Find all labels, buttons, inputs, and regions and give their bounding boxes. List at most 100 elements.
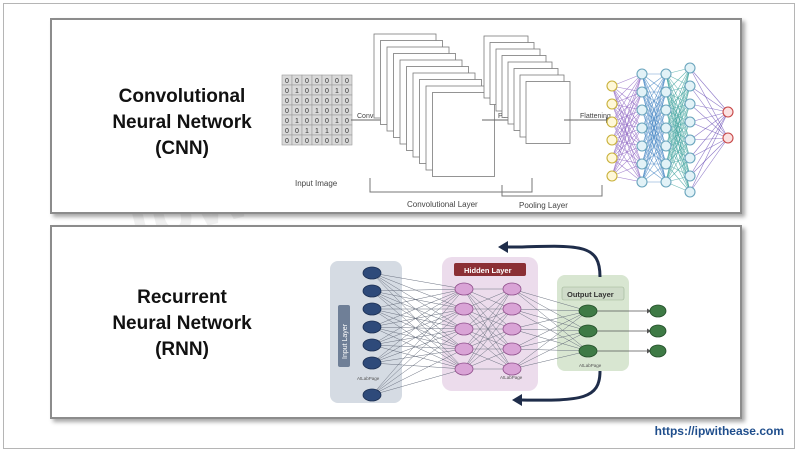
neuron	[660, 104, 672, 116]
input-node	[362, 338, 382, 352]
connection	[371, 328, 465, 346]
input-layer-caption: AtLabPage	[357, 376, 380, 381]
recurrent-loop-bottom-head	[512, 394, 522, 406]
connection	[463, 328, 513, 370]
connection	[371, 272, 465, 330]
connection	[665, 157, 691, 183]
connection	[611, 73, 643, 123]
matrix-cell-value: 0	[335, 108, 339, 115]
cnn-title-line-2: Neural Network	[112, 112, 252, 133]
matrix-cell-value: 0	[315, 118, 319, 125]
connection	[611, 127, 643, 177]
connection	[665, 139, 691, 183]
connection	[371, 348, 465, 396]
connection	[371, 308, 465, 330]
connection	[371, 326, 465, 350]
hidden-node	[502, 302, 522, 316]
matrix-cell-value: 0	[345, 138, 349, 145]
matrix-cell-value: 0	[325, 98, 329, 105]
neuron	[684, 170, 696, 182]
final-output-node	[649, 324, 667, 338]
neuron	[660, 86, 672, 98]
site-url[interactable]: https://ipwithease.com	[654, 424, 784, 438]
matrix-cell-value: 0	[305, 88, 309, 95]
convolution-feature-maps	[373, 33, 495, 177]
output-arrow-head	[647, 328, 651, 334]
matrix-cell-value: 0	[345, 78, 349, 85]
connection	[665, 67, 691, 111]
neuron	[684, 98, 696, 110]
connection	[689, 111, 729, 141]
connection	[689, 111, 729, 159]
output-node	[578, 344, 598, 358]
input-layer-box	[330, 261, 402, 403]
connection	[371, 288, 465, 310]
neuron	[606, 152, 618, 164]
recurrent-loop-top-head	[498, 241, 508, 253]
matrix-cell-value: 0	[295, 98, 299, 105]
input-node	[362, 388, 382, 402]
matrix-cell-value: 0	[345, 108, 349, 115]
output-layer-header	[561, 286, 625, 301]
connection	[689, 121, 729, 139]
connection	[371, 288, 465, 292]
connection	[371, 344, 465, 370]
connection	[689, 85, 729, 113]
neuron	[684, 134, 696, 146]
matrix-cell-value: 1	[295, 118, 299, 125]
final-output-node	[649, 344, 667, 358]
matrix-cell-value: 1	[315, 108, 319, 115]
matrix-cell-value: 0	[325, 78, 329, 85]
matrix-cell-value: 0	[325, 118, 329, 125]
connection	[371, 348, 465, 364]
connection	[611, 91, 643, 177]
fully-connected-network	[606, 62, 734, 198]
connection	[689, 137, 729, 193]
rnn-title-line-2: Neural Network	[112, 313, 252, 334]
hidden-node	[502, 362, 522, 376]
matrix-cell-value: 0	[335, 128, 339, 135]
matrix-cell-value: 0	[285, 118, 289, 125]
connection	[371, 328, 465, 364]
input-layer-label: Input Layer	[342, 323, 349, 359]
neuron	[636, 122, 648, 134]
connection	[371, 362, 465, 370]
matrix-cell-value: 0	[285, 128, 289, 135]
output-arrow-head	[647, 348, 651, 354]
connection	[371, 272, 465, 370]
pooled-map	[525, 81, 571, 144]
connection	[689, 137, 729, 177]
input-node	[362, 356, 382, 370]
connection	[611, 73, 643, 141]
neuron	[722, 106, 734, 118]
neuron	[606, 98, 618, 110]
connection	[371, 308, 465, 364]
connection	[641, 73, 667, 111]
conv-layer-label: Convolutional Layer	[407, 200, 478, 209]
neuron	[636, 158, 648, 170]
neuron	[660, 140, 672, 152]
neuron	[606, 134, 618, 146]
connection	[511, 288, 589, 312]
neuron	[684, 152, 696, 164]
hidden-layer-header	[454, 263, 526, 276]
matrix-cell-value: 0	[345, 98, 349, 105]
recurrent-loop-top	[507, 244, 602, 278]
pool-layer-label: Pooling Layer	[519, 201, 568, 210]
input-node	[362, 266, 382, 280]
connection	[463, 288, 513, 330]
connection	[689, 137, 729, 159]
connection	[371, 288, 465, 396]
matrix-cell-value: 0	[325, 88, 329, 95]
matrix-cell-value: 0	[285, 138, 289, 145]
connection	[371, 308, 465, 328]
matrix-cell-value: 1	[315, 128, 319, 135]
neuron	[636, 176, 648, 188]
matrix-cell-value: 0	[305, 118, 309, 125]
neuron	[636, 104, 648, 116]
connection	[371, 308, 465, 396]
matrix-cell-value: 0	[345, 88, 349, 95]
rnn-title: Recurrent Neural Network (RNN)	[82, 285, 282, 363]
